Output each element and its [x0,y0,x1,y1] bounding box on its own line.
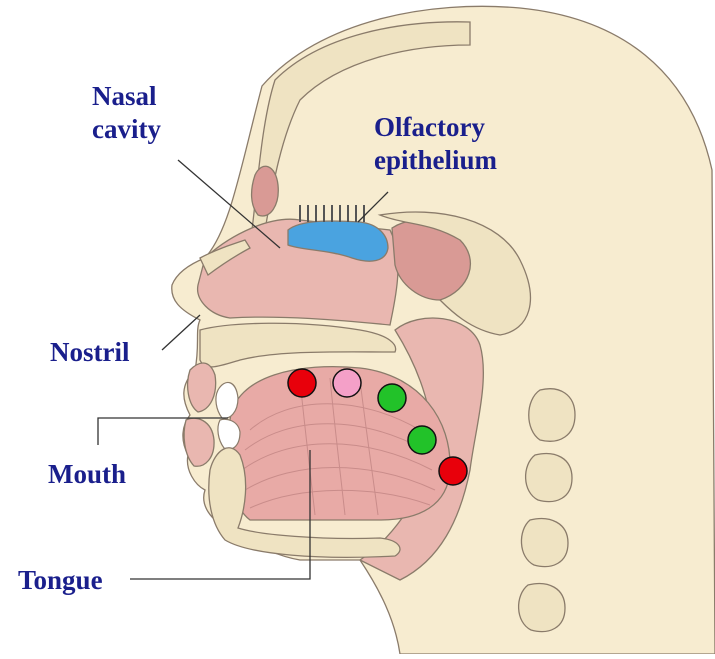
nostril-label: Nostril [50,336,129,369]
nasal-cavity-label: Nasal cavity [92,80,161,146]
taste-dot-back [439,457,467,485]
taste-dot-front-left [288,369,316,397]
frontal-sinus [252,166,279,216]
leader-nostril [162,315,200,350]
taste-dot-front-right [333,369,361,397]
mouth-label: Mouth [48,458,126,491]
olfactory-epithelium-label: Olfactory epithelium [374,111,497,177]
taste-dot-mid-upper [378,384,406,412]
tongue-label: Tongue [18,564,103,597]
taste-dot-mid-lower [408,426,436,454]
